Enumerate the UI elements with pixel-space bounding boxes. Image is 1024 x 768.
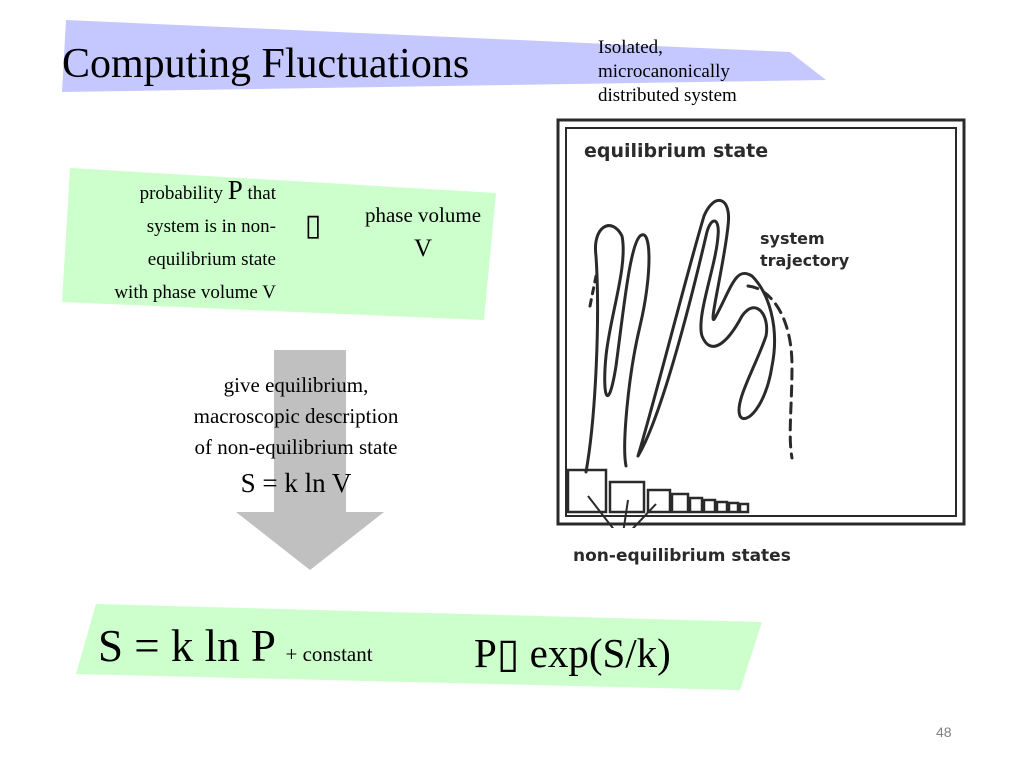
non-equilibrium-boxes [566, 468, 750, 514]
proportional-symbol: ▯ [304, 209, 322, 242]
system-trajectory-label: system trajectory [760, 228, 849, 272]
down-arrow [236, 350, 384, 570]
noneq-box-7 [715, 500, 729, 514]
probability-prefix: probability [139, 183, 228, 204]
result-band [76, 604, 762, 690]
exp-equation-prefix: P [474, 630, 497, 676]
trajectory-label-line-1: system [760, 229, 825, 248]
non-equilibrium-pointers [587, 495, 657, 528]
entropy-volume-equation: S = k ln V [240, 468, 352, 498]
arrow-description: give equilibrium, macroscopic descriptio… [160, 370, 432, 503]
probability-suffix: that [242, 183, 277, 204]
system-trajectory-path [584, 198, 794, 474]
entropy-equation-constant: + constant [285, 642, 373, 666]
arrow-text-line-3: of non-equilibrium state [194, 435, 398, 459]
probability-symbol: P [227, 175, 243, 205]
noneq-box-4 [670, 492, 690, 514]
isolated-system-note: Isolated, microcanonically distributed s… [598, 36, 737, 108]
probability-line-2: system is in non- [146, 216, 276, 237]
exp-equation-symbol: ▯ [496, 630, 520, 676]
noneq-box-5 [688, 496, 704, 514]
figure-inner-frame [565, 127, 957, 517]
slide-title: Computing Fluctuations [62, 41, 470, 87]
arrow-text-line-2: macroscopic description [193, 404, 399, 428]
probability-line-3: equilibrium state [147, 249, 276, 270]
non-equilibrium-states-label: non-equilibrium states [573, 546, 791, 566]
isolated-note-line-2: microcanonically [598, 61, 730, 82]
figure-outer-frame [556, 118, 966, 526]
title-band [62, 20, 826, 92]
entropy-probability-equation: S = k ln P + constant [98, 618, 373, 682]
phase-volume-text: phase volume [364, 203, 482, 227]
probability-line-1: probability P that [40, 174, 276, 210]
entropy-equation-main: S = k ln P [98, 621, 275, 671]
exp-equation-suffix: exp(S/k) [519, 630, 671, 676]
probability-exp-equation: P▯ exp(S/k) [474, 627, 671, 679]
probability-statement: probability P that system is in non- equ… [40, 174, 276, 309]
trajectory-label-line-2: trajectory [760, 251, 850, 270]
noneq-box-6 [702, 498, 717, 514]
isolated-note-line-3: distributed system [598, 85, 737, 106]
noneq-box-8 [727, 501, 740, 514]
noneq-box-1 [566, 468, 608, 514]
equilibrium-state-label: equilibrium state [584, 140, 769, 162]
probability-band [62, 168, 496, 320]
page-number: 48 [936, 724, 952, 740]
phase-volume-var: V [413, 235, 433, 262]
phase-space-figure [556, 118, 966, 528]
arrow-text-line-1: give equilibrium, [223, 373, 369, 397]
isolated-note-line-1: Isolated, [598, 37, 663, 58]
phase-volume-label: phase volume V [350, 198, 496, 266]
probability-line-4: with phase volume V [114, 282, 276, 303]
noneq-box-9 [738, 502, 750, 514]
